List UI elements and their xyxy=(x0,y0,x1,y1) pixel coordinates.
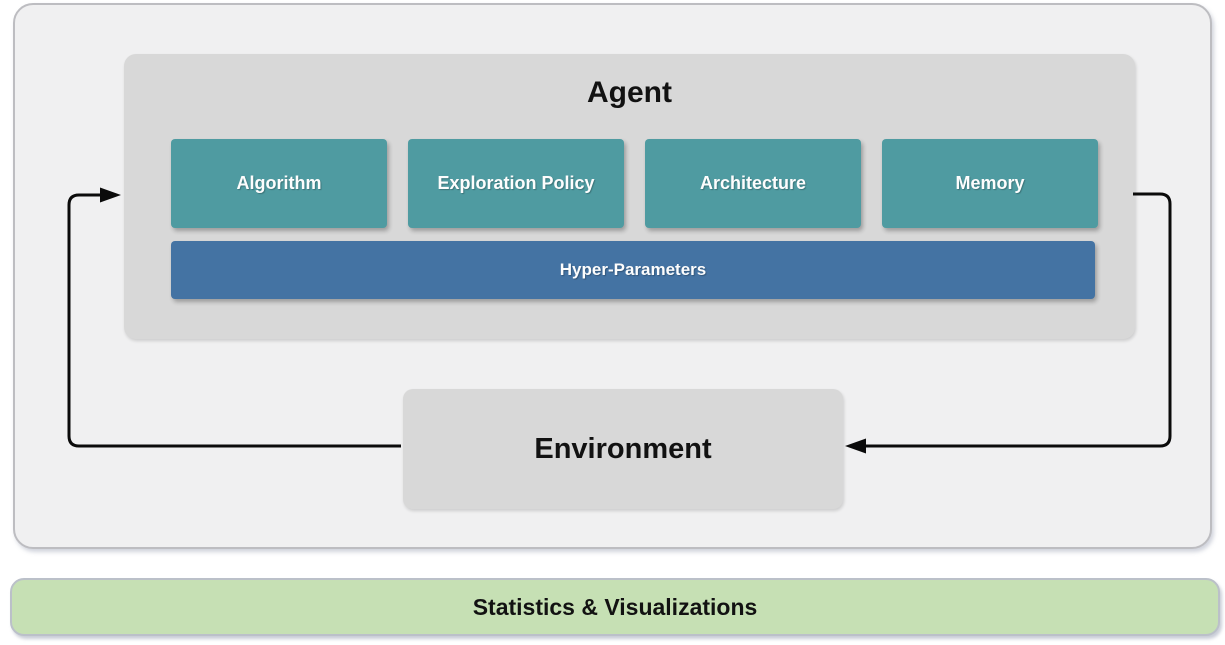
hyper-parameters-bar: Hyper-Parameters xyxy=(171,241,1095,299)
module-exploration-policy: Exploration Policy xyxy=(408,139,624,228)
agent-box: Agent Algorithm Exploration Policy Archi… xyxy=(124,54,1135,339)
module-architecture: Architecture xyxy=(645,139,861,228)
agent-title: Agent xyxy=(587,76,672,109)
environment-box: Environment xyxy=(403,389,843,509)
agent-modules-row: Algorithm Exploration Policy Architectur… xyxy=(171,139,1098,228)
module-algorithm: Algorithm xyxy=(171,139,387,228)
statistics-visualizations-bar: Statistics & Visualizations xyxy=(10,578,1220,636)
training-loop-panel: Agent Algorithm Exploration Policy Archi… xyxy=(13,3,1212,549)
module-memory: Memory xyxy=(882,139,1098,228)
